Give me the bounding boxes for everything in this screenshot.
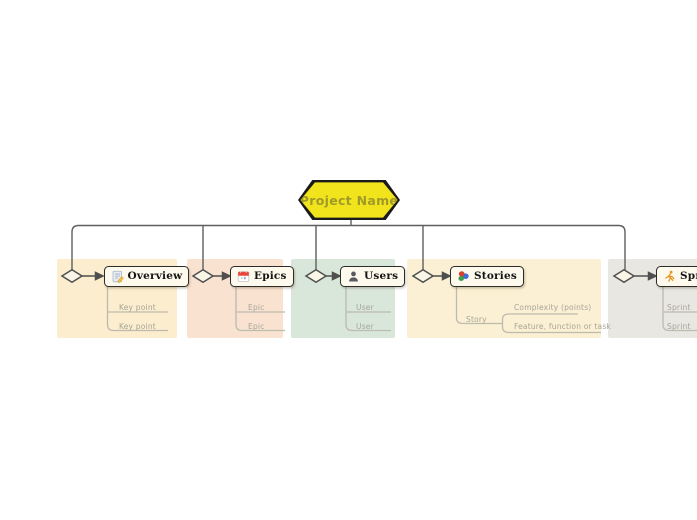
child-topic-sprint-1[interactable]: Sprint xyxy=(667,303,691,312)
central-topic-fill[interactable]: Project Name xyxy=(299,182,399,218)
child-topic-keypoint-2[interactable]: Key point xyxy=(119,321,156,331)
child-topic-feature[interactable]: Feature, function or task xyxy=(514,321,611,331)
collapse-diamond-epics[interactable] xyxy=(191,268,215,284)
child-topic-user-2[interactable]: User xyxy=(356,321,374,331)
memo-icon xyxy=(112,270,124,283)
child-topic-story[interactable]: Story xyxy=(466,314,487,324)
topic-sprints[interactable]: Sprints xyxy=(656,265,697,287)
topic-overview[interactable]: Overview xyxy=(103,265,190,287)
topic-overview-label: Overview xyxy=(127,270,183,282)
child-topic-complexity[interactable]: Complexity (points) xyxy=(514,303,592,312)
collapse-diamond-overview[interactable] xyxy=(60,268,84,284)
trunk-connector xyxy=(71,219,626,270)
calendar-icon xyxy=(237,270,250,282)
colorful-leaf-icon xyxy=(458,270,469,281)
central-topic[interactable]: Project Name xyxy=(298,180,400,220)
child-topic-epic-1[interactable]: Epic xyxy=(248,303,265,312)
topic-users-label: Users xyxy=(364,270,399,282)
topic-epics-label: Epics xyxy=(254,270,287,282)
topic-stories-label: Stories xyxy=(474,270,517,282)
collapse-diamond-sprints[interactable] xyxy=(612,268,636,284)
collapse-diamond-users[interactable] xyxy=(304,268,328,284)
topic-users[interactable]: Users xyxy=(340,265,406,287)
arrow-connectors xyxy=(82,271,658,281)
topic-stories[interactable]: Stories xyxy=(450,265,524,287)
topic-sprints-label: Sprints xyxy=(680,270,697,282)
runner-icon xyxy=(665,270,675,282)
person-icon xyxy=(349,271,358,282)
collapse-diamond-stories[interactable] xyxy=(411,268,435,284)
child-topic-lines xyxy=(106,287,697,334)
child-topic-epic-2[interactable]: Epic xyxy=(248,321,265,331)
child-topic-keypoint-1[interactable]: Key point xyxy=(119,303,156,312)
central-topic-label: Project Name xyxy=(299,192,399,208)
child-topic-sprint-2[interactable]: Sprint xyxy=(667,321,691,331)
topic-epics[interactable]: Epics xyxy=(230,265,294,287)
child-topic-user-1[interactable]: User xyxy=(356,303,374,312)
